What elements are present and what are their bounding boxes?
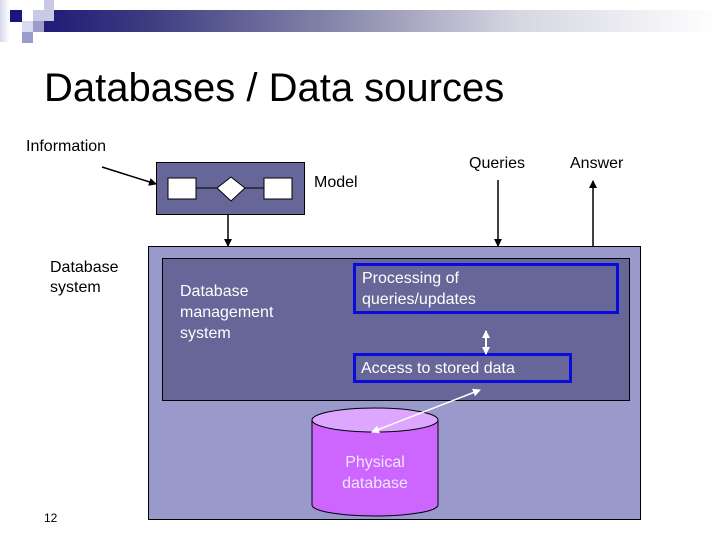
processing-line1: Processing of: [362, 270, 459, 287]
header-square-light: [44, 0, 54, 21]
er-entity-right: [263, 177, 293, 200]
er-entity-left: [167, 177, 197, 200]
processing-box: [353, 263, 619, 314]
processing-line2: queries/updates: [362, 291, 476, 308]
dbms-label: Database management system: [180, 281, 273, 344]
queries-label: Queries: [469, 155, 526, 172]
header-square-dark: [10, 10, 22, 22]
database-system-label: Database system: [50, 258, 119, 298]
processing-label: Processing of queries/updates: [362, 268, 476, 310]
database-system-line1: Database: [50, 259, 119, 276]
dbms-label-line1: Database: [180, 283, 249, 300]
information-arrow: [101, 166, 157, 186]
cylinder-body: [311, 419, 439, 517]
access-database-arrow: [371, 388, 481, 434]
header-square-light: [0, 0, 10, 42]
slide-title: Databases / Data sources: [44, 66, 505, 110]
database-system-line2: system: [50, 279, 101, 296]
physical-database-line2: database: [342, 475, 408, 492]
header-square-mid: [22, 32, 33, 43]
page-number: 12: [44, 511, 58, 525]
header-square-light: [33, 10, 44, 21]
er-model-icon: [167, 176, 293, 202]
information-label: Information: [26, 138, 107, 155]
model-label: Model: [314, 174, 358, 191]
er-relationship-diamond: [216, 176, 246, 202]
physical-database-label: Physical database: [312, 452, 438, 494]
dbms-label-line3: system: [180, 325, 231, 342]
header-square-mid: [33, 21, 44, 32]
answer-label: Answer: [570, 155, 624, 172]
access-label: Access to stored data: [361, 360, 515, 377]
access-box: [353, 353, 572, 383]
physical-database-line1: Physical: [345, 454, 405, 471]
header-gradient-bar: [40, 10, 720, 32]
dbms-label-line2: management: [180, 304, 274, 321]
header-square-light: [22, 21, 33, 32]
dbms-box: [162, 258, 630, 401]
cylinder-top: [311, 407, 439, 433]
